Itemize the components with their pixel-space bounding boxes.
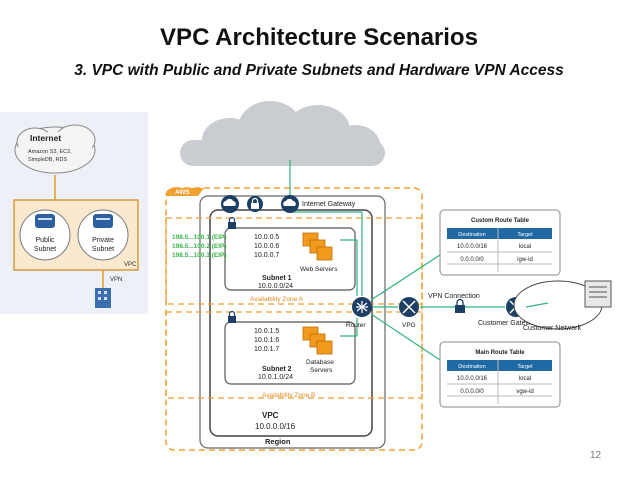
main-route-table bbox=[439, 341, 561, 408]
custom-rt-row1-target: local bbox=[519, 244, 531, 250]
building-icon bbox=[95, 288, 111, 308]
custom-rt-header-destination: Destination bbox=[458, 232, 486, 238]
router-icon bbox=[352, 297, 372, 317]
thumb-db-icon-public bbox=[35, 214, 55, 228]
region-label: Region bbox=[265, 437, 291, 446]
vpn-connection-label: VPN Connection bbox=[428, 293, 480, 300]
web-servers-label: Web Servers bbox=[300, 266, 338, 273]
web-ip-2: 10.0.0.6 bbox=[254, 243, 279, 250]
network-lines bbox=[289, 160, 505, 361]
aws-boundary bbox=[165, 187, 423, 451]
customer-gateway-label: Customer Gateway bbox=[478, 320, 538, 327]
thumb-vpn-label: VPN bbox=[110, 277, 122, 283]
thumb-db-icon-private bbox=[93, 214, 113, 228]
internet-gateway-icon bbox=[281, 195, 299, 213]
subnet2-name: Subnet 2 bbox=[262, 366, 292, 373]
custom-route-table-title: Custom Route Table bbox=[471, 218, 530, 224]
vpc-cidr: 10.0.0.0/16 bbox=[255, 422, 296, 431]
availability-zone-a-box bbox=[165, 217, 423, 305]
lock-icon bbox=[247, 196, 263, 212]
thumb-private-label-2: Subnet bbox=[92, 246, 114, 253]
vpn-lock-icon bbox=[455, 298, 465, 313]
customer-link bbox=[525, 302, 549, 308]
db-ip-2: 10.0.1.6 bbox=[254, 337, 279, 344]
internet-gateway-label: Internet Gateway bbox=[302, 201, 356, 208]
custom-route-table bbox=[439, 209, 561, 276]
thumb-internet-label: Internet bbox=[30, 133, 61, 143]
thumb-internet-desc1: Amazon S3, EC2, bbox=[28, 149, 72, 155]
slide-title: VPC Architecture Scenarios bbox=[160, 24, 478, 51]
web-ip-3: 10.0.0.7 bbox=[254, 252, 279, 259]
custom-rt-row1-destination: 10.0.0.0/16 bbox=[457, 244, 488, 250]
main-rt-row1-destination: 10.0.0.0/16 bbox=[457, 376, 488, 382]
thumb-private-subnet-circle bbox=[77, 209, 129, 261]
vpc-label: VPC bbox=[262, 411, 279, 420]
page-number: 12 bbox=[590, 450, 602, 461]
internet-cloud-large bbox=[180, 101, 385, 166]
main-rt-row1-target: local bbox=[519, 376, 531, 382]
eip-3: 198.5...100.3 (EIP) bbox=[172, 252, 227, 259]
main-rt-row2-target: vgw-id bbox=[516, 389, 533, 395]
lock-icon bbox=[228, 216, 236, 229]
thumb-public-label-1: Public bbox=[35, 237, 55, 244]
thumb-private-label-1: Private bbox=[92, 237, 114, 244]
thumb-public-label-2: Subnet bbox=[34, 246, 56, 253]
lock-icon bbox=[228, 310, 236, 323]
vpg-icon bbox=[399, 297, 419, 317]
main-rt-header-destination: Destination bbox=[458, 364, 486, 370]
web-ip-1: 10.0.0.5 bbox=[254, 234, 279, 241]
custom-rt-header-target: Target bbox=[517, 232, 533, 238]
eip-2: 198.5...100.2 (EIP) bbox=[172, 243, 227, 250]
main-route-table-title: Main Route Table bbox=[475, 350, 525, 356]
db-ip-1: 10.0.1.5 bbox=[254, 328, 279, 335]
thumb-public-subnet-circle bbox=[19, 209, 71, 261]
web-server-icons bbox=[302, 232, 333, 261]
eip-1: 198.5...100.1 (EIP) bbox=[172, 234, 227, 241]
subnet1-cidr: 10.0.0.0/24 bbox=[258, 283, 293, 290]
thumb-vpc-label: VPC bbox=[124, 262, 137, 268]
customer-network-box bbox=[513, 280, 612, 330]
main-rt-header-target: Target bbox=[517, 364, 533, 370]
custom-rt-row2-target: igw-id bbox=[517, 257, 533, 263]
aws-tag bbox=[166, 188, 204, 196]
thumb-internet-desc2: SimpleDB, RDS bbox=[28, 157, 67, 163]
zone-b-label: Availability Zone B bbox=[262, 392, 315, 399]
aws-tag-label: AWS bbox=[175, 189, 190, 196]
thumbnail-diagram: Internet Amazon S3, EC2, SimpleDB, RDS P… bbox=[0, 112, 148, 314]
main-rt-row2-destination: 0.0.0.0/0 bbox=[460, 389, 484, 395]
subnet1-name: Subnet 1 bbox=[262, 275, 292, 282]
db-servers-label-2: Servers bbox=[310, 367, 333, 374]
slide-subtitle: 3. VPC with Public and Private Subnets a… bbox=[74, 62, 564, 79]
vpg-label: VPG bbox=[402, 322, 416, 329]
db-ip-3: 10.0.1.7 bbox=[254, 346, 279, 353]
db-servers-label-1: Database bbox=[306, 359, 334, 366]
router-label: Router bbox=[346, 322, 366, 329]
custom-rt-row2-destination: 0.0.0.0/0 bbox=[460, 257, 484, 263]
database-server-icons bbox=[302, 326, 333, 355]
subnet2-cidr: 10.0.1.0/24 bbox=[258, 374, 293, 381]
customer-network-label: Customer Network bbox=[523, 325, 581, 332]
internet-cloud bbox=[14, 124, 96, 174]
zone-a-label: Availability Zone A bbox=[250, 296, 304, 303]
availability-zone-b-box bbox=[165, 311, 423, 399]
cloud-icon bbox=[221, 195, 239, 213]
